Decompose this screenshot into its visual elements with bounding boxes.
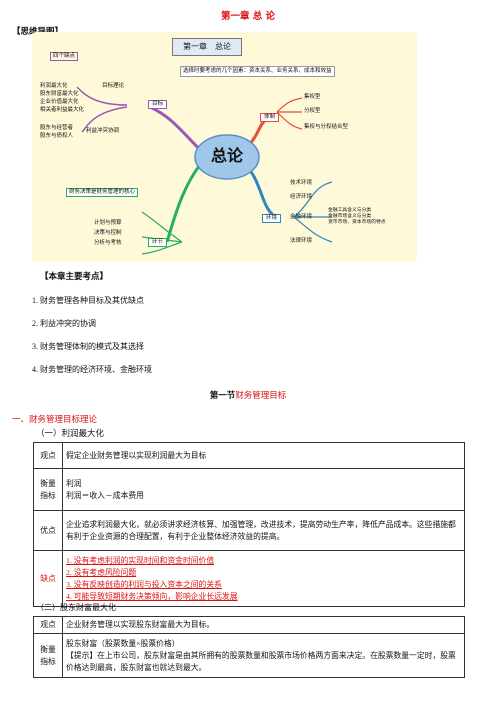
cons-item: 3. 没有反映创造的利润与投入资本之间的关系: [66, 579, 222, 589]
table-row: 观点 企业财务管理以实现股东财富最大为目标。: [33, 616, 465, 634]
measure-label: 衡量指标: [33, 633, 63, 678]
subheading-profit-max: （一）利润最大化: [36, 429, 105, 439]
mm-env-item: 经济环境: [290, 194, 313, 200]
measure-line: 股东财富（股票数量×股票价格）: [66, 638, 180, 648]
viewpoint-text: 企业财务管理以实现股东财富最大为目标。: [62, 616, 465, 634]
mm-goal-item: 股东财富最大化: [40, 91, 79, 97]
mm-system-item: 分权型: [304, 108, 321, 114]
measure-line: 【提示】在上市公司，股东财富是由其所拥有的股票数量和股票市场价格两方面来决定。在…: [66, 650, 456, 672]
cons-cell: 1. 没有考虑利润的实现时间和资金时间价值 2. 没有考虑风险问题 3. 没有反…: [62, 550, 465, 607]
measure-line: 利润＝收入－成本费用: [66, 490, 144, 500]
section-title-prefix: 第一节: [209, 391, 236, 401]
measure-cell: 股东财富（股票数量×股票价格） 【提示】在上市公司，股东财富是由其所拥有的股票数…: [62, 633, 465, 678]
subheading-theory: 一、财务管理目标理论: [12, 415, 98, 425]
mm-env-item: 法律环境: [290, 238, 313, 244]
viewpoint-text: 假定企业财务管理以实现利润最大为目标: [62, 442, 465, 469]
mm-conflict-items: 股东与经营者 股东与债权人: [40, 124, 73, 140]
key-point: 3. 财务管理体制的模式及其选择: [32, 342, 144, 351]
chapter-title: 第一章 总 论: [220, 11, 276, 22]
mm-link-item: 决策与控制: [94, 230, 122, 236]
mm-fin-item: 金融市场含义与分类: [328, 214, 372, 219]
mm-conflict-item: 股东与债权人: [40, 133, 74, 139]
table-row: 优点 企业追求利润最大化，就必须讲求经济核算、加强管理，改进技术，提高劳动生产率…: [33, 510, 465, 551]
shareholder-max-table: 观点 企业财务管理以实现股东财富最大为目标。 衡量指标 股东财富（股票数量×股票…: [33, 616, 465, 678]
pros-text: 企业追求利润最大化，就必须讲求经济核算、加强管理，改进技术，提高劳动生产率，降低…: [62, 510, 465, 551]
mm-four-flaws: 四个缺点: [50, 52, 79, 61]
mm-goal-item: 相关者利益最大化: [40, 107, 85, 113]
viewpoint-label: 观点: [33, 616, 63, 634]
cons-item: 4. 可能导致短期财务决策倾向，影响企业长远发展: [66, 591, 238, 601]
mm-link-items: 计划与预算 决策与控制 分析与考核: [94, 218, 122, 248]
mm-link-node: 环节: [148, 238, 168, 247]
mm-env-item: 技术环境: [290, 180, 313, 186]
key-point: 2. 利益冲突的协调: [32, 319, 96, 328]
profit-max-table: 观点 假定企业财务管理以实现利润最大为目标 衡量指标 利润 利润＝收入－成本费用…: [33, 442, 465, 607]
mm-link-item: 分析与考核: [94, 240, 122, 246]
key-points-heading: 【本章主要考点】: [40, 272, 109, 282]
mm-link-item: 计划与预算: [94, 220, 122, 226]
mm-system-item: 集权型: [304, 94, 321, 100]
mm-center: 总论: [210, 146, 243, 165]
mm-conflict-label: 利益冲突协调: [86, 128, 120, 134]
measure-label: 衡量指标: [33, 468, 63, 511]
mm-goal-item: 企业价值最大化: [40, 99, 79, 105]
cons-item: 1. 没有考虑利润的实现时间和资金时间价值: [66, 555, 215, 565]
key-point: 4. 财务管理的经济环境、金融环境: [32, 365, 152, 374]
table-row: 衡量指标 股东财富（股票数量×股票价格） 【提示】在上市公司，股东财富是由其所拥…: [33, 633, 465, 678]
mm-goal-node: 目标: [148, 100, 168, 109]
mindmap: 第一章 总论 选择时要考虑的几个因素：资本关系、业务关系、成本和效益 总论 四个…: [32, 32, 417, 262]
mm-goal-theory: 目标理论: [102, 83, 125, 89]
mm-system-node: 体制: [260, 113, 280, 122]
table-row: 观点 假定企业财务管理以实现利润最大为目标: [33, 442, 465, 469]
table-row: 缺点 1. 没有考虑利润的实现时间和资金时间价值 2. 没有考虑风险问题 3. …: [33, 550, 465, 607]
mm-env-node: 环境: [262, 214, 282, 223]
mm-fin-items: 金融工具含义与分类 金融市场含义与分类 货币市场、资本市场的特点: [328, 208, 386, 226]
mm-conflict-item: 股东与经营者: [40, 125, 74, 131]
table-row: 衡量指标 利润 利润＝收入－成本费用: [33, 468, 465, 511]
measure-cell: 利润 利润＝收入－成本费用: [62, 468, 465, 511]
viewpoint-label: 观点: [33, 442, 63, 469]
section-title: 第一节财务管理目标: [0, 389, 496, 401]
section-title-main: 财务管理目标: [235, 391, 287, 401]
mm-system-item: 集权与分权结合型: [304, 124, 349, 130]
mm-fin-item: 金融工具含义与分类: [328, 208, 372, 213]
cons-item: 2. 没有考虑风险问题: [66, 567, 137, 577]
mm-top-banner: 选择时要考虑的几个因素：资本关系、业务关系、成本和效益: [180, 66, 335, 77]
pros-label: 优点: [33, 510, 63, 551]
mm-fin-item: 货币市场、资本市场的特点: [328, 220, 386, 225]
mm-chapter-label: 第一章 总论: [172, 38, 242, 56]
cons-label: 缺点: [33, 550, 63, 607]
subheading-shareholder-max: （二）股东财富最大化: [36, 603, 116, 612]
mm-goal-item: 利润最大化: [40, 83, 68, 89]
mm-env-item: 金融环境: [290, 214, 313, 220]
mm-goal-items: 利润最大化 股东财富最大化 企业价值最大化 相关者利益最大化: [40, 82, 84, 114]
key-point: 1. 财务管理各种目标及其优缺点: [32, 296, 144, 305]
mm-core-label: 财务决策是财务管理的核心: [66, 188, 139, 197]
measure-line: 利润: [66, 478, 82, 488]
